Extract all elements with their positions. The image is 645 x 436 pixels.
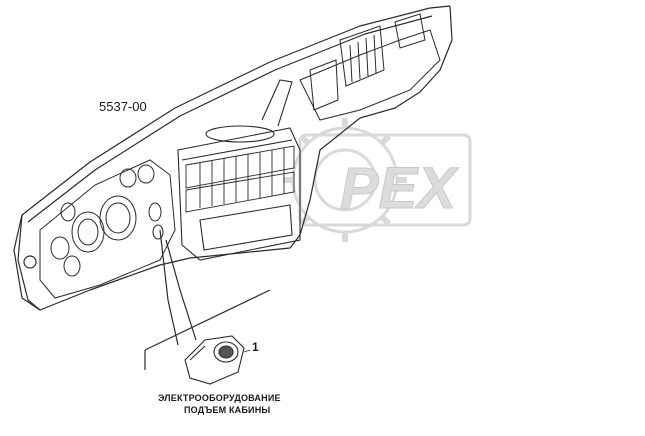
callout-number: 1 bbox=[252, 340, 259, 354]
instrument-cluster bbox=[39, 159, 176, 299]
leader-line-1 bbox=[159, 229, 179, 346]
leader-line-2 bbox=[165, 239, 197, 341]
switch-face bbox=[213, 341, 239, 363]
model-code-label: 5537-00 bbox=[99, 99, 147, 114]
console-lower-panel bbox=[199, 204, 293, 251]
dash-bottom-edge bbox=[17, 117, 361, 311]
tachometer-gauge bbox=[71, 211, 105, 253]
small-gauge-3 bbox=[60, 202, 76, 222]
storage-cubby bbox=[394, 13, 426, 49]
small-gauge-2 bbox=[63, 255, 81, 277]
radio-unit bbox=[339, 25, 385, 87]
warning-lamp-1 bbox=[119, 168, 137, 188]
side-vent bbox=[261, 79, 293, 127]
left-vent-knob bbox=[23, 255, 37, 269]
callout-leader bbox=[243, 349, 251, 353]
console-frame bbox=[177, 127, 301, 261]
right-panel bbox=[299, 13, 441, 121]
watermark-text: PEX bbox=[340, 156, 459, 221]
cluster-housing bbox=[39, 159, 176, 299]
leader-lines bbox=[144, 229, 271, 370]
center-console bbox=[177, 79, 301, 261]
dashboard-body bbox=[13, 5, 453, 311]
center-vents bbox=[185, 145, 295, 213]
switch-body bbox=[184, 335, 245, 385]
cab-lift-switch-part bbox=[184, 335, 245, 385]
dash-left-cap bbox=[13, 214, 41, 311]
glovebox-outline bbox=[299, 29, 441, 121]
dash-top-edge bbox=[21, 5, 451, 216]
dash-top-edge-inner bbox=[27, 15, 433, 223]
switch-housing bbox=[148, 202, 162, 222]
detail-break-line bbox=[144, 289, 271, 370]
small-gauge-1 bbox=[50, 236, 70, 260]
caption-line-2: ПОДЪЕМ КАБИНЫ bbox=[184, 405, 271, 415]
watermark-gear-hub bbox=[313, 148, 377, 212]
console-top-grille bbox=[205, 125, 275, 143]
warning-lamp-2 bbox=[137, 164, 155, 184]
dash-right-end bbox=[359, 5, 453, 119]
right-vent bbox=[309, 59, 339, 111]
caption-line-1: ЭЛЕКТРООБОРУДОВАНИЕ bbox=[158, 393, 281, 403]
